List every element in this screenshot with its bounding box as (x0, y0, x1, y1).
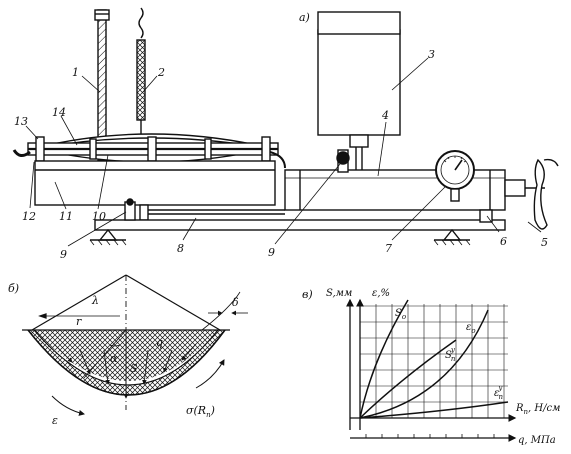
curve-sn (359, 339, 457, 419)
bolt-13 (35, 136, 271, 162)
label-alpha: α (110, 352, 118, 365)
leader-lines (25, 57, 542, 247)
label-12: 12 (22, 210, 36, 223)
base-plate-8 (94, 219, 506, 231)
label-10: 10 (92, 210, 106, 223)
label-5: 5 (541, 236, 548, 249)
label-9-right: 9 (268, 246, 275, 259)
label-4: 4 (381, 109, 389, 122)
panel-b-label: б) (8, 282, 19, 295)
label-s: S (130, 362, 138, 375)
label-8: 8 (177, 242, 184, 255)
axis-label-s: S,мм (326, 288, 352, 299)
apparatus-drawing (12, 7, 559, 246)
rod-2 (136, 39, 146, 121)
label-q: q (156, 336, 163, 349)
label-6: 6 (500, 235, 507, 248)
axis-label-q: q, МПа (518, 435, 556, 446)
panel-a-label: а) (299, 11, 310, 24)
label-epsilon: ε (52, 414, 58, 427)
label-11: 11 (59, 210, 73, 223)
axis-label-rn: Rп, Н/см (515, 403, 560, 416)
panel-c-label: в) (302, 288, 313, 301)
label-13: 13 (14, 115, 28, 128)
label-2: 2 (157, 66, 165, 79)
label-14: 14 (52, 106, 66, 119)
apparatus-labels: а) 1 2 3 4 5 6 7 8 9 9 10 11 12 13 14 (14, 11, 548, 261)
label-r: r (76, 315, 82, 328)
label-lambda: λ (91, 294, 99, 307)
deflection-chart (346, 298, 517, 442)
label-3: 3 (428, 48, 435, 61)
scheme-labels: λ r δ α S q σ(Rп) ε (52, 294, 239, 427)
curve-e0 (359, 309, 489, 419)
pump-3 (317, 29, 401, 136)
curve-s0 (359, 299, 409, 419)
chamber-11 (34, 160, 276, 206)
label-9-left: 9 (60, 248, 67, 261)
label-delta: δ (232, 296, 239, 309)
curve-label-e0: εо (466, 322, 476, 335)
label-1: 1 (72, 66, 79, 79)
axis-label-epsilon: ε,% (372, 288, 390, 299)
curve-label-s0: Sо (395, 308, 406, 321)
chart-grid (359, 304, 508, 419)
label-sigma: σ(Rп) (186, 404, 215, 419)
curve-en (359, 401, 509, 419)
membrane-scheme (20, 274, 248, 416)
label-7: 7 (385, 242, 392, 255)
handwheel-5 (533, 158, 548, 230)
